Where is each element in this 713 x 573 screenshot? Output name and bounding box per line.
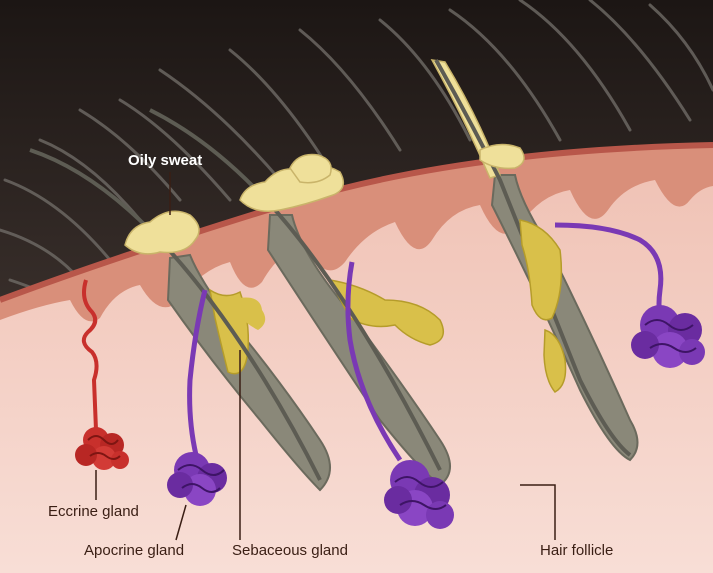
label-sebaceous-gland: Sebaceous gland <box>232 542 348 559</box>
label-oily-sweat: Oily sweat <box>128 152 202 169</box>
label-eccrine-gland: Eccrine gland <box>48 503 139 520</box>
label-apocrine-gland: Apocrine gland <box>84 542 184 559</box>
label-hair-follicle: Hair follicle <box>540 542 613 559</box>
